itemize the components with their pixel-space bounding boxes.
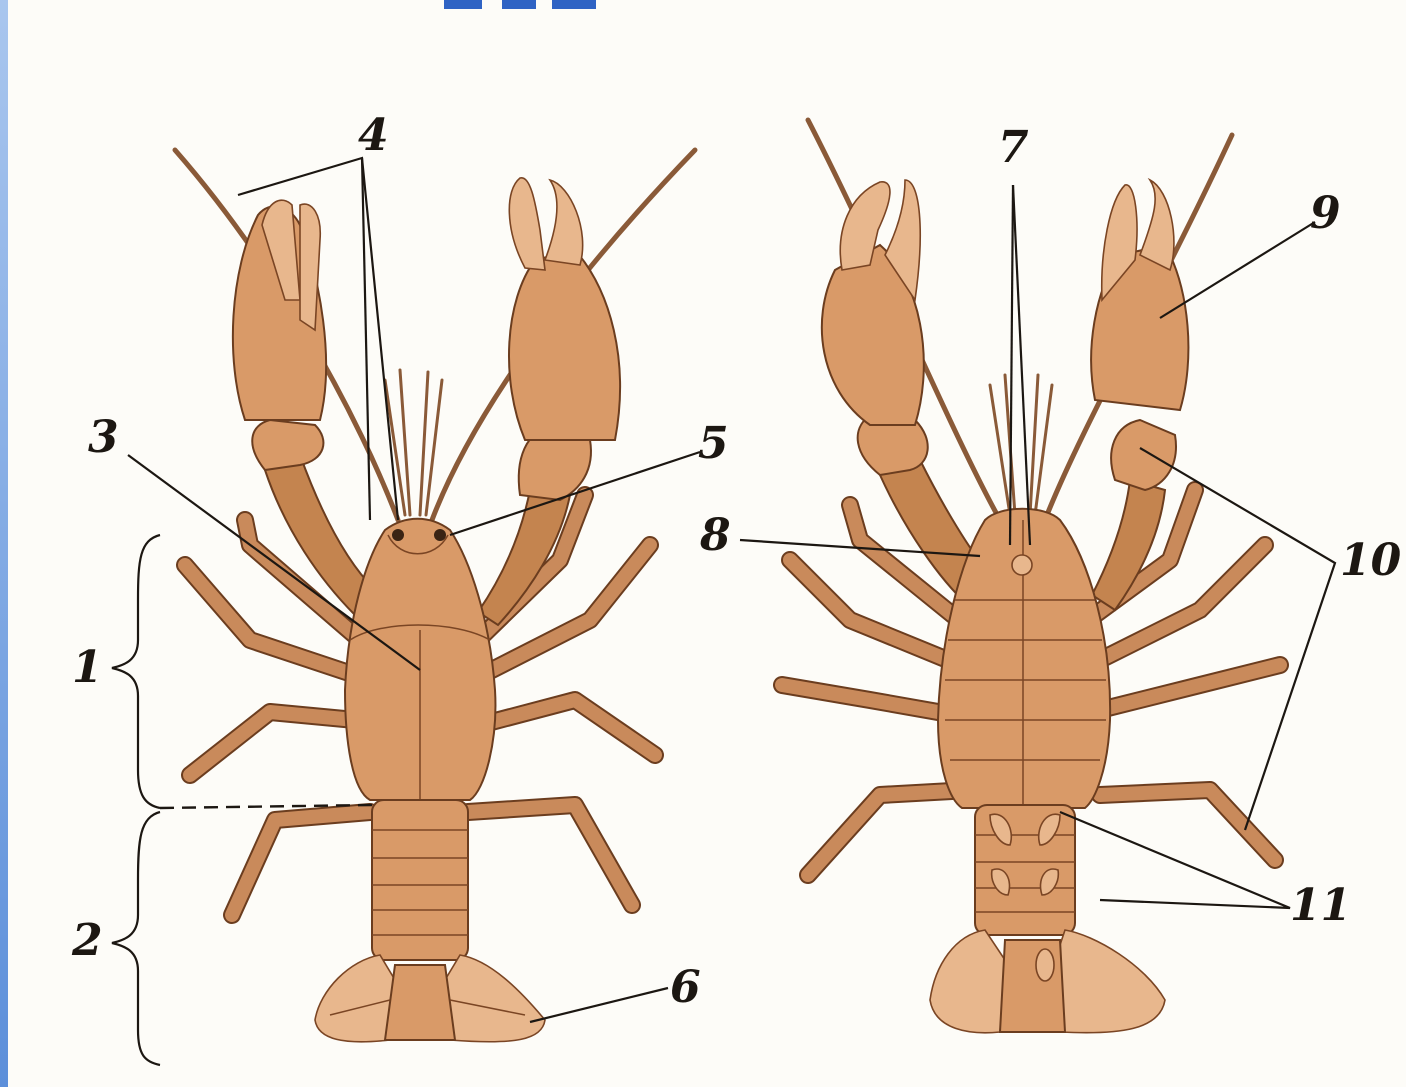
label-7: 7 [998, 122, 1029, 173]
abdomen-ventral [975, 805, 1075, 935]
label-11: 11 [1290, 880, 1351, 931]
label-6: 6 [670, 962, 701, 1013]
label-2: 2 [71, 915, 103, 966]
label-10: 10 [1340, 535, 1402, 586]
tail-fan-ventral [930, 930, 1165, 1033]
eye-right [434, 529, 446, 541]
cephalothorax-dorsal [345, 519, 495, 800]
crayfish-dorsal-view [175, 150, 695, 1042]
mouth-parts [1012, 555, 1032, 575]
label-9: 9 [1310, 188, 1341, 239]
label-3: 3 [88, 412, 119, 463]
abdomen-dorsal [372, 800, 468, 960]
label-4: 4 [358, 110, 389, 161]
brace-abdomen [112, 812, 160, 1065]
eye-left [392, 529, 404, 541]
brace-cephalothorax [112, 535, 160, 808]
label-1: 1 [72, 642, 103, 693]
label-5: 5 [698, 418, 729, 469]
left-claw-ventral [822, 180, 990, 605]
right-claw-dorsal [478, 178, 620, 625]
tail-fan-dorsal [315, 955, 545, 1042]
label-8: 8 [699, 510, 731, 561]
crayfish-ventral-view [782, 120, 1280, 1033]
